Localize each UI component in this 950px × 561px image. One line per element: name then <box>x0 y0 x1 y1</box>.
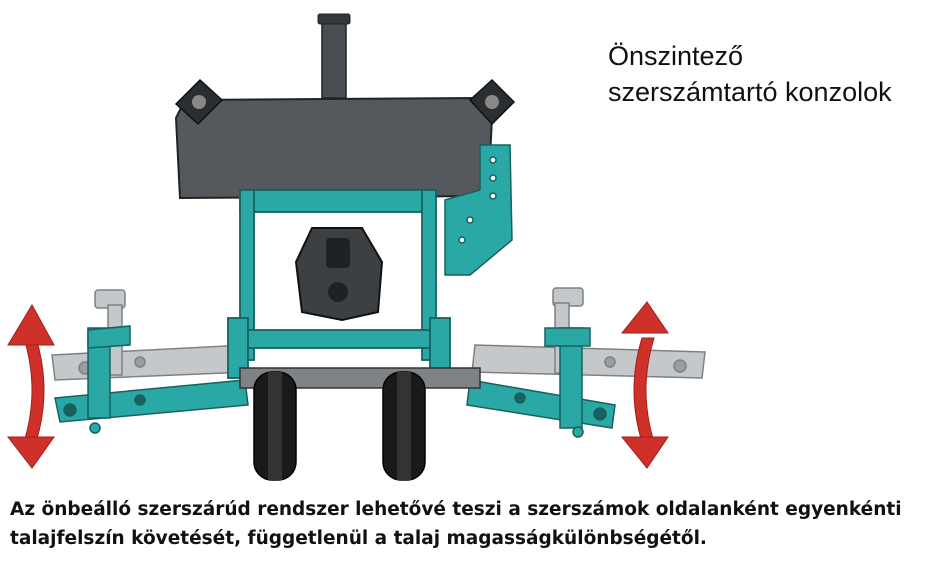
gearbox <box>174 78 516 200</box>
right-curved-double-arrow-icon <box>620 301 669 469</box>
left-curved-double-arrow-icon <box>6 303 55 469</box>
left-arm-lowered <box>54 325 249 434</box>
caption-line-2: talajfelszín követését, függetlenül a ta… <box>10 528 707 549</box>
title-line-1: Önszintező <box>608 41 744 71</box>
center-hitch <box>294 227 384 322</box>
title-line-2: szerszámtartó konzolok <box>608 77 892 107</box>
side-bracket <box>444 144 513 276</box>
left-arm-raised <box>51 289 249 381</box>
machine-illustration <box>6 13 706 481</box>
gauge-wheels <box>253 371 426 481</box>
right-arm-lowered <box>466 327 616 438</box>
caption-line-1: Az önbeálló szerszárúd rendszer lehetővé… <box>10 499 902 520</box>
main-frame <box>227 189 451 379</box>
top-post <box>321 19 347 99</box>
